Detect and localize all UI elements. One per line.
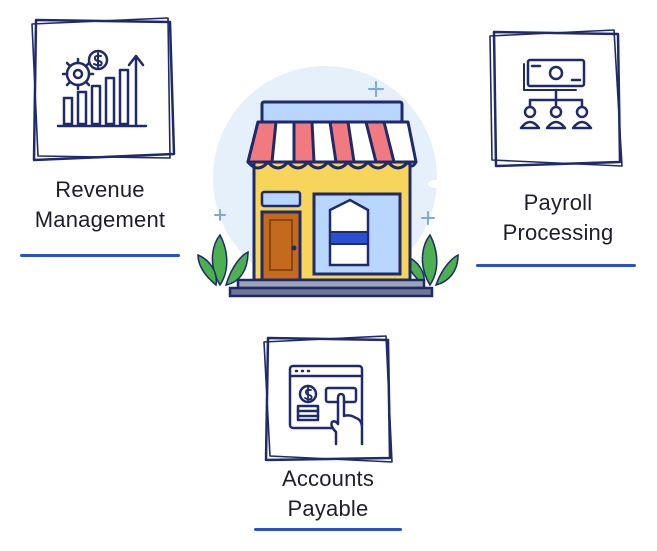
- storefront-illustration: [197, 66, 459, 298]
- payroll-label-line1: Payroll: [523, 190, 593, 215]
- payable-label: Accounts Payable: [250, 464, 406, 524]
- payable-label-line1: Accounts: [281, 466, 375, 491]
- revenue-growth-chart-icon: [56, 49, 148, 128]
- online-payment-click-icon: [288, 364, 364, 446]
- payroll-label: Payroll Processing: [480, 188, 636, 248]
- revenue-label-line1: Revenue: [55, 177, 145, 202]
- awning: [246, 120, 418, 170]
- payable-underline: [254, 528, 402, 531]
- plant-left: [197, 233, 249, 287]
- payroll-underline: [476, 264, 636, 267]
- revenue-card-frame: [31, 17, 176, 162]
- payroll-label-line2: Processing: [502, 220, 614, 245]
- payable-label-line2: Payable: [287, 496, 369, 521]
- revenue-label-line2: Management: [34, 207, 166, 232]
- revenue-label: Revenue Management: [22, 175, 178, 235]
- payable-card-frame: [263, 335, 393, 463]
- payroll-card-frame: [489, 29, 623, 168]
- revenue-underline: [20, 254, 180, 257]
- payroll-hierarchy-icon: [519, 58, 593, 130]
- sparkle-icon: [214, 81, 435, 225]
